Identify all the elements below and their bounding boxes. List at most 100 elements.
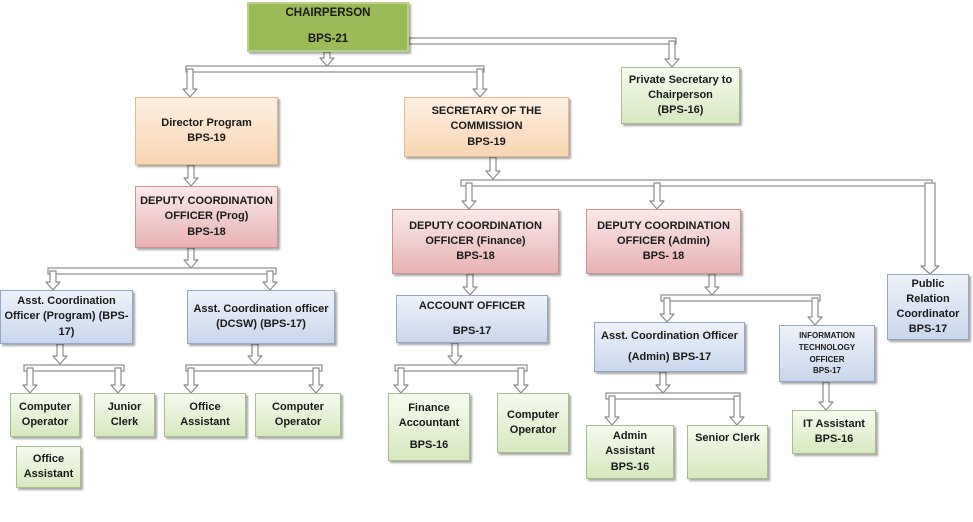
- node-office-assistant-1-line-2: Assistant: [23, 468, 74, 480]
- node-office-assistant-2-line-2: Assistant: [180, 416, 230, 428]
- node-aco-program-line-1: Asst. Coordination: [17, 295, 116, 308]
- node-ito-line-1: INFORMATION: [799, 331, 855, 341]
- node-dco-finance: DEPUTY COORDINATION OFFICER (Finance) BP…: [392, 209, 559, 274]
- node-aco-program-line-2: Officer (Program) (BPS-: [4, 310, 129, 323]
- connector-arrow-25: [447, 342, 463, 365]
- connector-arrow-4: [182, 68, 198, 98]
- node-secretary-commission-line-2: COMMISSION: [450, 120, 523, 133]
- node-aco-program: Asst. Coordination Officer (Program) (BP…: [0, 290, 133, 344]
- node-office-assistant-1: Office Assistant: [16, 446, 81, 488]
- node-office-assistant-1-line-1: Office: [32, 452, 65, 465]
- connector-arrow-6: [183, 164, 199, 187]
- node-finance-accountant-line-2: Accountant: [398, 417, 460, 430]
- node-dco-finance-line-3: BPS-18: [456, 250, 495, 263]
- connector-bar-34: [605, 392, 741, 400]
- node-computer-operator-2-line-1: Computer: [272, 400, 324, 413]
- connector-bar-8: [47, 267, 277, 275]
- node-computer-operator-1: Computer Operator: [10, 393, 80, 437]
- connector-arrow-9: [45, 270, 61, 291]
- node-secretary-commission-line-1: SECRETARY OF THE: [431, 105, 542, 118]
- node-aco-admin-line-1: Asst. Coordination Officer: [601, 329, 738, 342]
- node-dco-finance-line-2: OFFICER (Finance): [425, 234, 526, 247]
- node-account-officer-line-2: BPS-17: [452, 325, 492, 337]
- node-aco-admin: Asst. Coordination Officer (Admin) BPS-1…: [594, 322, 745, 372]
- node-dco-admin-line-1: DEPUTY COORDINATION: [597, 219, 730, 232]
- node-dco-finance-line-1: DEPUTY COORDINATION: [409, 219, 542, 232]
- connector-arrow-36: [729, 395, 745, 426]
- connector-arrow-35: [604, 395, 620, 426]
- node-office-assistant-2: Office Assistant: [164, 393, 246, 437]
- node-information-technology-officer: INFORMATION TECHNOLOGY OFFICER BPS-17: [779, 325, 875, 382]
- node-computer-operator-1-line-2: Operator: [21, 416, 69, 428]
- node-it-assistant: IT Assistant BPS-16: [792, 410, 876, 454]
- connector-arrow-28: [513, 367, 529, 394]
- connector-bar-20: [460, 179, 933, 187]
- connector-arrow-22: [649, 182, 665, 210]
- node-senior-clerk: Senior Clerk: [687, 425, 768, 479]
- connector-arrow-7: [183, 247, 199, 269]
- connector-arrow-11: [52, 343, 68, 365]
- connector-bar-0: [408, 37, 677, 45]
- node-chairperson: CHAIRPERSON BPS-21: [247, 2, 409, 52]
- node-finance-accountant-line-3: BPS-16: [409, 438, 449, 451]
- node-computer-operator-3: Computer Operator: [497, 393, 569, 453]
- node-computer-operator-1-line-1: Computer: [19, 400, 71, 413]
- connector-arrow-2: [319, 51, 335, 67]
- connector-arrow-1: [664, 40, 680, 68]
- node-private-secretary-line-2: Chairperson: [648, 88, 713, 101]
- node-ito-line-2: TECHNOLOGY: [798, 342, 856, 352]
- node-dco-admin-line-3: BPS- 18: [642, 250, 685, 263]
- connector-arrow-29: [704, 273, 720, 296]
- node-aco-program-line-3: 17): [58, 325, 75, 338]
- node-dco-prog-line-2: OFFICER (Prog): [164, 210, 249, 223]
- connector-arrow-32: [807, 297, 823, 326]
- connector-arrow-33: [655, 371, 671, 394]
- node-ito-line-4: BPS-17: [812, 366, 841, 376]
- node-chairperson-line-1: CHAIRPERSON: [285, 7, 371, 19]
- connector-bar-3: [185, 65, 485, 73]
- node-senior-clerk-line-1: Senior Clerk: [695, 432, 760, 444]
- node-dco-admin-line-2: OFFICER (Admin): [617, 234, 710, 247]
- node-junior-clerk: Junior Clerk: [94, 393, 155, 437]
- node-director-program-line-1: Director Program: [161, 116, 252, 129]
- connector-arrow-19: [485, 156, 501, 180]
- node-finance-accountant-line-1: Finance: [408, 402, 450, 415]
- node-account-officer: ACCOUNT OFFICER BPS-17: [396, 295, 548, 343]
- node-office-assistant-2-line-1: Office: [189, 400, 221, 413]
- connector-arrow-21: [461, 182, 477, 210]
- node-dco-prog: DEPUTY COORDINATION OFFICER (Prog) BPS-1…: [135, 186, 278, 248]
- connector-bar-30: [660, 294, 821, 302]
- node-director-program-line-2: BPS-19: [187, 132, 226, 144]
- node-admin-assistant-line-3: BPS-16: [610, 460, 650, 473]
- connector-arrow-37: [818, 381, 834, 411]
- node-dco-prog-line-3: BPS-18: [187, 225, 226, 238]
- node-aco-dcsw-line-2: (DCSW) (BPS-17): [216, 318, 306, 330]
- node-dco-admin: DEPUTY COORDINATION OFFICER (Admin) BPS-…: [586, 209, 741, 274]
- node-computer-operator-2: Computer Operator: [255, 393, 341, 437]
- connector-arrow-27: [393, 367, 409, 394]
- connector-arrow-14: [110, 367, 126, 394]
- node-prc-line-1: Public: [911, 277, 945, 290]
- connector-arrow-23: [920, 182, 940, 275]
- node-computer-operator-3-line-1: Computer: [507, 408, 559, 421]
- node-prc-line-3: Coordinator: [896, 308, 960, 320]
- connector-arrow-5: [472, 68, 488, 98]
- node-prc-line-4: BPS-17: [908, 323, 948, 336]
- node-junior-clerk-line-2: Clerk: [110, 416, 139, 428]
- node-admin-assistant: Admin Assistant BPS-16: [586, 425, 674, 479]
- node-private-secretary-line-3: (BPS-16): [657, 104, 704, 117]
- node-public-relation-coordinator: Public Relation Coordinator BPS-17: [887, 274, 969, 340]
- connector-bar-16: [185, 364, 323, 372]
- connector-arrow-10: [262, 270, 278, 291]
- connector-arrow-31: [659, 297, 675, 323]
- node-ito-line-3: OFFICER: [809, 354, 845, 364]
- node-account-officer-line-1: ACCOUNT OFFICER: [418, 299, 526, 312]
- connector-arrow-24: [462, 273, 478, 296]
- node-junior-clerk-line-1: Junior: [107, 400, 142, 413]
- node-admin-assistant-line-2: Assistant: [605, 445, 655, 458]
- node-director-program: Director Program BPS-19: [135, 97, 278, 165]
- node-admin-assistant-line-1: Admin: [612, 430, 648, 443]
- node-private-secretary-line-1: Private Secretary to: [628, 73, 733, 86]
- node-it-assistant-line-2: BPS-16: [814, 433, 854, 445]
